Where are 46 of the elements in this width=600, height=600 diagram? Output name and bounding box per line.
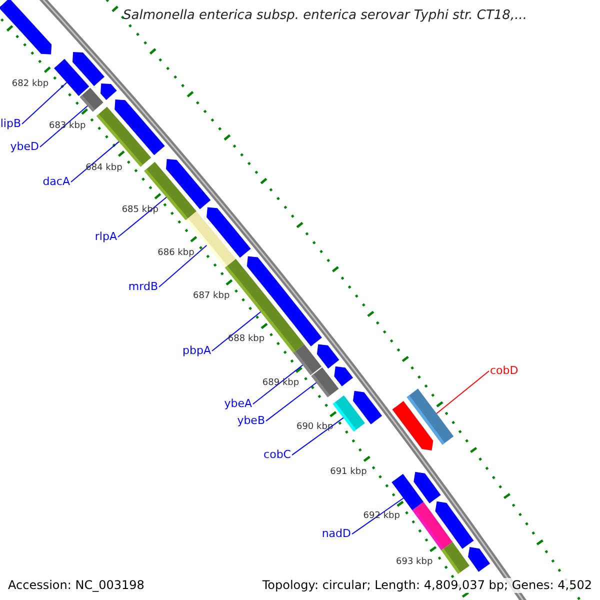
gene-feature	[392, 401, 434, 451]
gene-label: dacA	[42, 176, 70, 188]
title: Salmonella enterica subsp. enterica serovar Typhi str. CT18,...	[122, 9, 528, 24]
leader-line	[266, 382, 317, 422]
scale-label: 693 kbp	[396, 558, 433, 568]
gene-label: cobD	[490, 365, 518, 378]
leader-line	[118, 196, 167, 238]
gene-bar	[54, 58, 90, 96]
leader-line	[436, 370, 490, 414]
gene-label: mrdB	[128, 281, 158, 294]
scale-label: 686 kbp	[158, 248, 194, 259]
scale-label: 691 kbp	[330, 468, 367, 478]
leader-line	[158, 244, 208, 288]
leader-line	[292, 417, 344, 456]
gene-label: nadD	[322, 528, 351, 540]
scale-label: 687 kbp	[192, 292, 230, 302]
accession-text: Accession: NC_003198	[6, 578, 146, 594]
scale-label: 682 kbp	[12, 80, 49, 90]
gene-feature	[468, 547, 490, 572]
gene-label: lipB	[0, 118, 21, 130]
gene-label: cobC	[264, 449, 291, 462]
leader-line	[70, 141, 120, 183]
gene-bar	[441, 542, 470, 574]
gene-bar	[311, 367, 339, 398]
gene-bar	[332, 395, 365, 432]
leader-line	[212, 311, 262, 352]
gene-feature	[0, 0, 52, 54]
gene-feature	[100, 83, 117, 100]
leader-line	[22, 82, 68, 125]
gene-bar	[80, 88, 104, 112]
gene-bar	[144, 162, 196, 220]
leader-line	[252, 364, 304, 405]
gene-feature	[334, 366, 354, 386]
leader-line	[352, 498, 404, 535]
gene-label: ybeA	[224, 398, 252, 410]
gene-label: pbpA	[182, 345, 211, 358]
gene-label: rlpA	[94, 231, 117, 244]
leader-line	[40, 105, 88, 148]
scale-label: 683 kbp	[48, 122, 86, 132]
gene-label: ybeD	[10, 141, 39, 154]
scale-label: 689 kbp	[262, 379, 300, 389]
gene-feature	[316, 344, 340, 368]
gene-feature	[435, 501, 474, 549]
scale-label: 688 kbp	[228, 335, 265, 346]
genome-summary-text: Topology: circular; Length: 4,809,037 bp; Genes: 4,502	[260, 578, 594, 594]
gene-label: ybeB	[237, 415, 265, 428]
